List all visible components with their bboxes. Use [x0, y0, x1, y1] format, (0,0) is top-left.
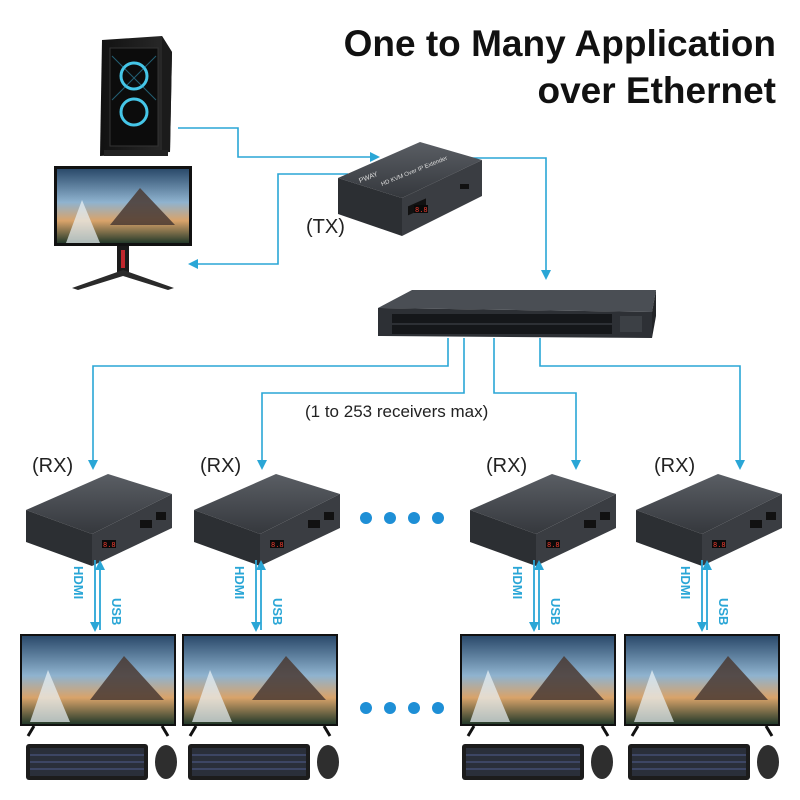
- keyboard-mouse-1: [26, 744, 177, 780]
- svg-text:HDMI: HDMI: [678, 566, 693, 599]
- svg-text:USB: USB: [716, 598, 731, 625]
- switch-ports: [392, 314, 612, 334]
- arrow-tx-to-monitor: [188, 173, 348, 269]
- tx-extender: PWAY HD KVM Over IP Extender 8.8: [338, 142, 482, 236]
- keyboard-mouse-2: [188, 744, 339, 780]
- tv-4: [624, 634, 780, 737]
- desktop-pc-tower: [100, 36, 172, 156]
- local-monitor: [54, 166, 192, 290]
- svg-text:USB: USB: [270, 598, 285, 625]
- ellipsis-dots-upper: [360, 512, 444, 524]
- svg-text:8.8: 8.8: [713, 541, 726, 549]
- arrow-tx-to-switch: [466, 157, 551, 280]
- hdmi-usb-texts: HDMI USB HDMI USB HDMI USB HDMI USB: [71, 566, 731, 625]
- svg-text:USB: USB: [109, 598, 124, 625]
- svg-text:8.8: 8.8: [547, 541, 560, 549]
- arrow-pc-to-tx: [178, 127, 380, 162]
- title-line-2: over Ethernet: [537, 70, 776, 111]
- svg-text:8.8: 8.8: [271, 541, 284, 549]
- keyboard-mouse-4: [628, 744, 779, 780]
- tv-3: [460, 634, 616, 737]
- title-line-1: One to Many Application: [343, 23, 776, 64]
- arrow-switch-to-rx2: [257, 338, 465, 470]
- tx-label: (TX): [306, 216, 345, 238]
- page-title: One to Many Application over Ethernet: [344, 20, 776, 114]
- hdmi-usb-links: [90, 560, 712, 632]
- tv-2: [182, 634, 338, 737]
- rx-extender-4: 8.8: [636, 474, 782, 566]
- tv-1: [20, 634, 176, 737]
- svg-text:8.8: 8.8: [103, 541, 116, 549]
- ellipsis-dots-lower: [360, 702, 444, 714]
- keyboard-mouse-3: [462, 744, 613, 780]
- svg-text:USB: USB: [548, 598, 563, 625]
- arrow-switch-to-rx1: [88, 338, 449, 470]
- connection-arrows: [88, 127, 745, 470]
- rx-label-3: (RX): [486, 455, 528, 477]
- arrow-switch-to-rx3: [493, 338, 581, 470]
- svg-text:HDMI: HDMI: [510, 566, 525, 599]
- svg-text:HDMI: HDMI: [71, 566, 86, 599]
- rx-label-1: (RX): [32, 455, 74, 477]
- receivers-note: (1 to 253 receivers max): [305, 402, 489, 421]
- svg-text:HDMI: HDMI: [232, 566, 247, 599]
- svg-text:8.8: 8.8: [415, 206, 428, 214]
- rx-extender-2: 8.8: [194, 474, 340, 566]
- rx-label-4: (RX): [654, 455, 696, 477]
- network-switch: [378, 290, 656, 338]
- rx-label-2: (RX): [200, 455, 242, 477]
- rx-extender-3: 8.8: [470, 474, 616, 566]
- arrow-switch-to-rx4: [539, 338, 745, 470]
- rx-extender-1: 8.8: [26, 474, 172, 566]
